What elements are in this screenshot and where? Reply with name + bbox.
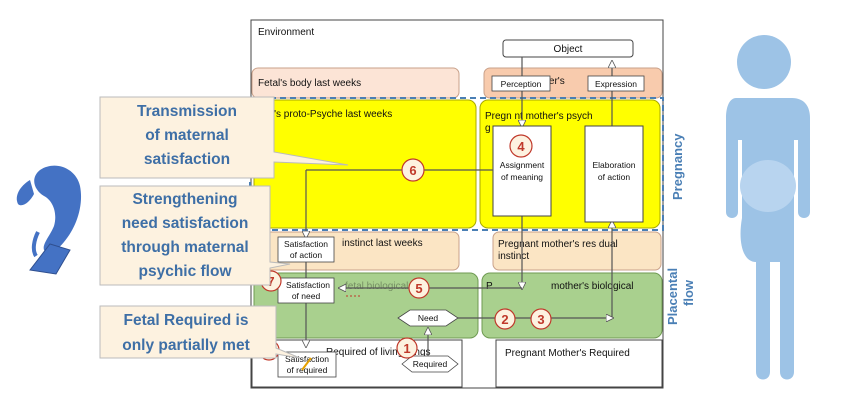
step-2: 2 <box>494 308 516 330</box>
step-1: 1 <box>396 337 418 359</box>
elaboration-label-2: of action <box>598 172 630 182</box>
satisfaction-action-label-1: Satisfaction <box>284 239 328 249</box>
mother-figure-icon <box>726 35 810 380</box>
svg-text:5: 5 <box>415 281 422 296</box>
mother-instinct-label-2: instinct <box>498 251 529 262</box>
mother-instinct-box <box>492 231 662 271</box>
fetal-psyche-label: etal's proto-Psyche last weeks <box>258 109 392 120</box>
callout-fetal-required: Fetal Required is only partially met <box>99 305 301 359</box>
elaboration-label-1: Elaboration <box>592 160 635 170</box>
mother-psyche-label-2: g <box>485 123 491 134</box>
assignment-label-1: Assignment <box>500 160 545 170</box>
svg-text:only partially met: only partially met <box>122 337 249 354</box>
svg-text:of maternal: of maternal <box>145 127 229 144</box>
satisfaction-required-label-1: Satisfaction <box>285 354 329 364</box>
svg-text:psychic flow: psychic flow <box>138 263 232 280</box>
expression-box <box>587 75 645 92</box>
svg-text:7: 7 <box>267 274 274 289</box>
mother-instinct-label: Pregnant mother's res dual <box>498 239 618 250</box>
placental-side-label-2: flow <box>681 279 696 306</box>
satisfaction-need-label-2: of need <box>292 291 321 301</box>
perception-label: Perception <box>501 79 542 89</box>
fetus-icon <box>16 165 82 275</box>
environment-label: Environment <box>258 27 314 38</box>
satisfaction-required-label-2: of required <box>287 365 328 375</box>
step-3: 3 <box>530 308 552 330</box>
step-6: 6 <box>401 158 425 182</box>
need-shape <box>397 309 459 327</box>
satisfaction-need-label-1: Satisfaction <box>286 280 330 290</box>
satisfaction-need-box <box>277 277 335 304</box>
fetal-instinct-label: instinct last weeks <box>342 238 423 249</box>
mother-required-label: Pregnant Mother's Required <box>505 348 630 359</box>
satisfaction-action-label-2: of action <box>290 250 322 260</box>
assignment-label-2: of meaning <box>501 172 543 182</box>
partial-satisfaction-mark <box>301 357 312 371</box>
callout-strengthening-need: Strengthening need satisfaction through … <box>99 185 291 286</box>
object-label: Object <box>554 44 583 55</box>
mother-biological-label-a: P <box>486 281 493 292</box>
pregnancy-side-label: Pregnancy <box>670 133 685 200</box>
svg-text:6: 6 <box>409 163 416 178</box>
svg-text:Transmission: Transmission <box>137 103 237 120</box>
svg-text:satisfaction: satisfaction <box>144 151 230 168</box>
svg-text:need satisfaction: need satisfaction <box>122 215 249 232</box>
svg-text:through maternal: through maternal <box>121 239 248 256</box>
object-box <box>502 39 634 58</box>
fetal-body-label: Fetal's body last weeks <box>258 78 361 89</box>
satisfaction-action-box <box>277 236 335 263</box>
perception-box <box>491 75 551 92</box>
callout-maternal-satisfaction: Transmission of maternal satisfaction <box>99 96 349 179</box>
mother-biological-label-b: mother's biological <box>551 281 634 292</box>
mother-required-box <box>495 339 663 388</box>
fetal-biological-label: fetal biological <box>345 281 408 292</box>
svg-text:1: 1 <box>403 341 410 356</box>
svg-text:2: 2 <box>501 312 508 327</box>
mother-psyche-label: Pregn nt mother's psych <box>485 111 593 122</box>
mother-biological-box <box>481 272 663 339</box>
step-5: 5 <box>408 277 430 299</box>
required-label: Required <box>413 359 448 369</box>
need-label: Need <box>418 313 439 323</box>
expression-label: Expression <box>595 79 637 89</box>
svg-text:Fetal Required is: Fetal Required is <box>124 312 249 329</box>
svg-text:3: 3 <box>537 312 544 327</box>
svg-text:4: 4 <box>517 139 525 154</box>
placental-side-label-1: Placental <box>665 268 680 325</box>
step-4: 4 <box>509 134 533 158</box>
svg-text:Strengthening: Strengthening <box>132 191 237 208</box>
elaboration-box <box>584 125 644 223</box>
fetal-required-label: Required of living b ngs <box>326 347 431 358</box>
